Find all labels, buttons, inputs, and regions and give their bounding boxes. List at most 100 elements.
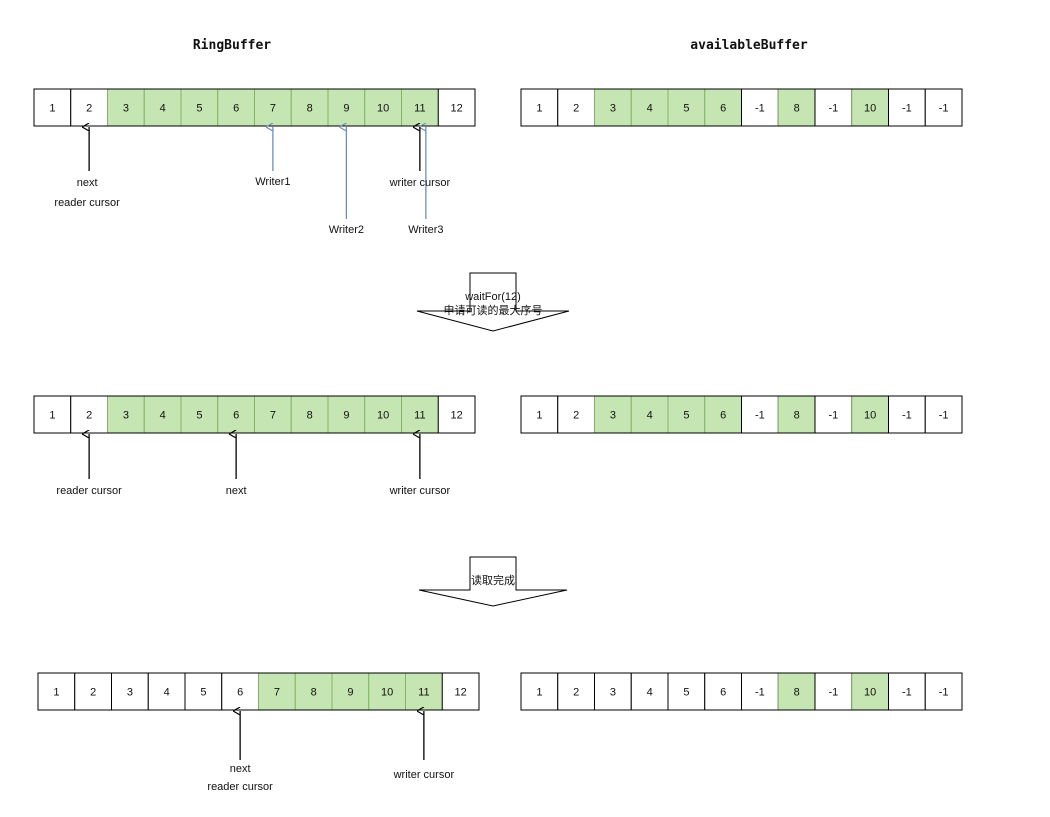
available-buffer-row3-outline (520, 672, 963, 711)
available-buffer-row3-cell-label: 2 (573, 687, 579, 699)
ring-buffer-row3-cell-label: 9 (347, 687, 353, 699)
ring-buffer-row3-outline (37, 672, 480, 711)
available-buffer-row3-cell (520, 672, 559, 711)
ring-buffer-row3-cell-label: 10 (381, 687, 393, 699)
ring-buffer-row3-cell-label: 12 (455, 687, 467, 699)
ring-buffer-row3-cell (147, 672, 186, 711)
ring-buffer-title: RingBuffer (193, 38, 271, 53)
ring-buffer-row3-cell (74, 672, 112, 711)
ring-buffer-row1-cell-label: 6 (233, 103, 239, 115)
available-buffer-row1-cell-label: -1 (939, 103, 949, 115)
ring-buffer-row3-cell-label: 2 (90, 687, 96, 699)
available-buffer-row2-cell-label: 2 (573, 410, 579, 422)
available-buffer-row2-cell-label: -1 (939, 410, 949, 422)
ring-buffer-row1-cell-label: 11 (414, 103, 425, 115)
ring-buffer-row1-cell (70, 88, 108, 127)
available-buffer-row3-cell-label: 8 (794, 687, 800, 699)
available-buffer-row3-cell (704, 672, 742, 711)
available-buffer-title: availableBuffer (690, 38, 808, 53)
step-label: 申请可读的最大序号 (444, 303, 543, 317)
step-arrow (416, 272, 570, 332)
step-arrow (418, 556, 568, 607)
ring-buffer-row1-cell-label: 10 (377, 103, 389, 115)
step-label: 读取完成 (471, 573, 515, 587)
available-buffer-row3-cell-label: -1 (755, 687, 765, 699)
pointer-label: writer cursor (393, 769, 455, 781)
ring-buffer-row2-cell (143, 395, 182, 434)
available-buffer-row1-cell (594, 88, 632, 127)
ring-buffer-row1-cell (290, 88, 329, 127)
step-label: waitFor(12) (464, 291, 521, 303)
available-buffer-row2-cell-label: 1 (536, 410, 542, 422)
pointer-label: reader cursor (56, 485, 122, 497)
ring-buffer-row2-cell-label: 1 (49, 410, 55, 422)
pointer-label: writer cursor (389, 177, 451, 189)
ring-buffer-row1-cell-label: 2 (86, 103, 92, 115)
available-buffer-row1-cell-label: 4 (647, 103, 653, 115)
available-buffer-row1-cell-label: 6 (720, 103, 726, 115)
available-buffer-row3-cell (851, 672, 889, 711)
ring-buffer-row2-cell-label: 3 (123, 410, 129, 422)
pointer-label: writer cursor (389, 485, 451, 497)
available-buffer-row3-cell-label: 10 (864, 687, 876, 699)
available-buffer-row2-cell-label: -1 (828, 410, 838, 422)
ring-buffer-row1-cell-label: 5 (196, 103, 202, 115)
pointer-label: next (226, 485, 247, 497)
ring-buffer-row2-cell (107, 395, 145, 434)
ring-buffer-row2-cell-label: 11 (414, 410, 425, 422)
available-buffer-row3-cell-label: 5 (683, 687, 689, 699)
available-buffer-row3-cell-label: -1 (939, 687, 949, 699)
available-buffer-row3-cell (630, 672, 669, 711)
available-buffer-row2-cell-label: 6 (720, 410, 726, 422)
available-buffer-row2-cell-label: 4 (647, 410, 653, 422)
pointer-label: reader cursor (207, 781, 273, 793)
pointer-label: next (230, 763, 251, 775)
available-buffer-row3-cell-label: 6 (720, 687, 726, 699)
available-buffer-row2-cell-label: 3 (610, 410, 616, 422)
available-buffer-row3-cell-label: 3 (610, 687, 616, 699)
pointer-label: Writer2 (329, 224, 364, 236)
ring-buffer-row1-cell (437, 88, 476, 127)
ring-buffer-row3-cell-label: 4 (164, 687, 170, 699)
ring-buffer-row2-cell-label: 2 (86, 410, 92, 422)
pointer-label: reader cursor (54, 197, 120, 209)
ring-buffer-row3-cell-label: 1 (53, 687, 59, 699)
ring-buffer-row1-cell-label: 4 (160, 103, 166, 115)
ring-buffer-row2-outline (33, 395, 476, 434)
available-buffer-row3-cell (924, 672, 963, 711)
ring-buffer-row2-cell-label: 10 (377, 410, 389, 422)
available-buffer-row1-cell-label: -1 (902, 103, 912, 115)
ring-buffer-row2-cell-label: 9 (343, 410, 349, 422)
available-buffer-row2-cell-label: -1 (902, 410, 912, 422)
ring-buffer-row2-cell-label: 8 (307, 410, 313, 422)
ring-buffer-row3-cell-label: 3 (127, 687, 133, 699)
ring-buffer-row3-cell-label: 7 (274, 687, 280, 699)
ring-buffer-row1-outline (33, 88, 476, 127)
available-buffer-row1-cell-label: 1 (536, 103, 542, 115)
available-buffer-row2-cell (851, 395, 889, 434)
available-buffer-row3-cell-label: 1 (536, 687, 542, 699)
available-buffer-row1-cell-label: 2 (573, 103, 579, 115)
ring-buffer-row1-cell-label: 3 (123, 103, 129, 115)
ring-buffer-row3-cell-label: 11 (418, 687, 429, 699)
ring-buffer-row1-cell-label: 9 (343, 103, 349, 115)
available-buffer-row3-cell-label: -1 (828, 687, 838, 699)
ring-buffer-row3-cell-label: 8 (311, 687, 317, 699)
ring-buffer-row1-cell-label: 12 (451, 103, 463, 115)
available-buffer-row3-cell-label: 4 (647, 687, 653, 699)
available-buffer-row1-outline (520, 88, 963, 127)
available-buffer-row1-cell-label: -1 (828, 103, 838, 115)
ring-buffer-row2-cell-label: 12 (451, 410, 463, 422)
ring-buffer-row1-cell-label: 7 (270, 103, 276, 115)
available-buffer-row1-cell-label: 8 (794, 103, 800, 115)
available-buffer-row2-cell-label: 5 (683, 410, 689, 422)
available-buffer-row3-cell-label: -1 (902, 687, 912, 699)
available-buffer-row2-cell-label: 10 (864, 410, 876, 422)
ring-buffer-row1-cell-label: 1 (49, 103, 55, 115)
ring-buffer-row2-cell-label: 6 (233, 410, 239, 422)
ring-buffer-row2-cell (327, 395, 366, 434)
available-buffer-row1-cell-label: 10 (864, 103, 876, 115)
ring-buffer-row1-cell (364, 88, 402, 127)
available-buffer-row2-cell-label: 8 (794, 410, 800, 422)
